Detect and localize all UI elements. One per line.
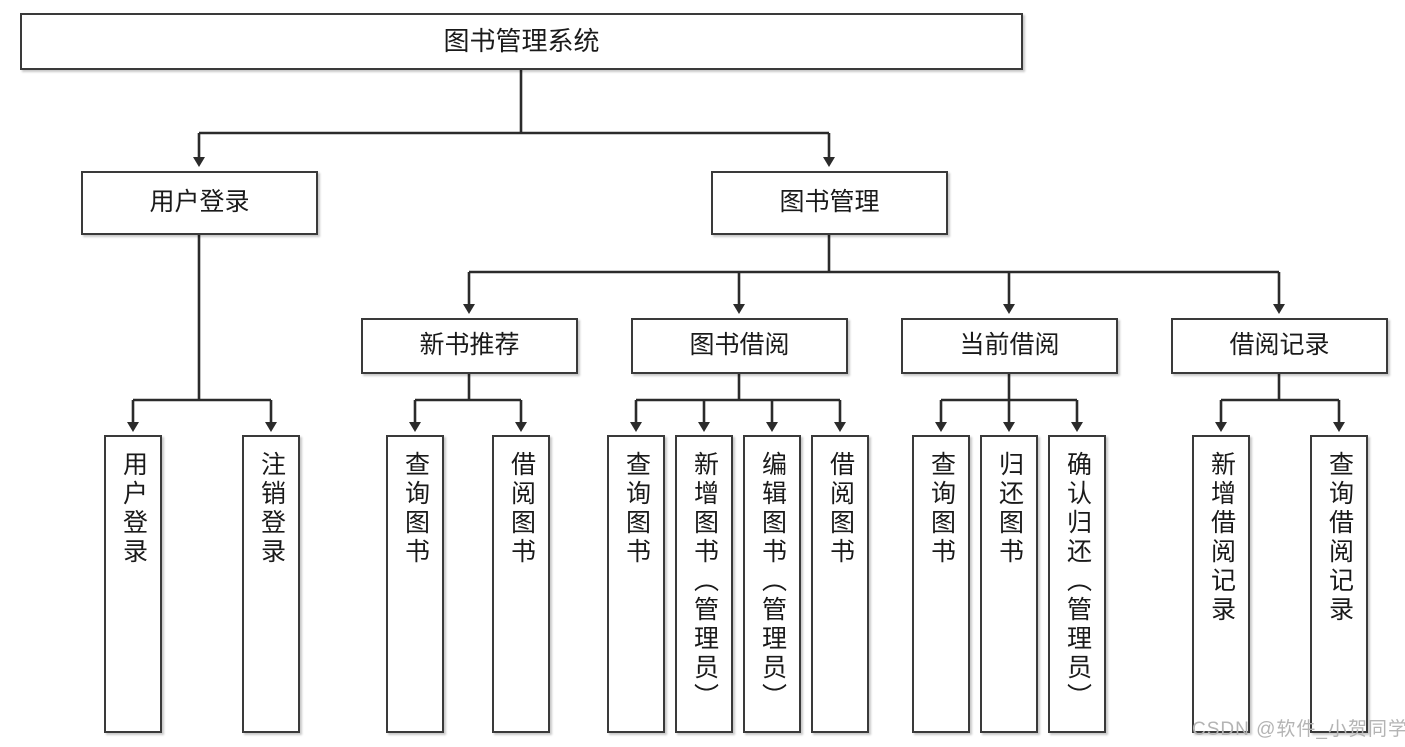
node-leaf-query-book-2-label: 查询图书 — [622, 451, 651, 567]
node-leaf-query-record[interactable]: 查询借阅记录 — [1310, 435, 1368, 733]
node-leaf-edit-book-label: 编辑图书（管理员） — [758, 451, 787, 712]
node-current-borrow[interactable]: 当前借阅 — [901, 318, 1118, 374]
node-leaf-borrow-book-1[interactable]: 借阅图书 — [492, 435, 550, 733]
node-user-login-label: 用户登录 — [149, 188, 250, 217]
node-leaf-query-book-1[interactable]: 查询图书 — [386, 435, 444, 733]
node-leaf-add-record-label: 新增借阅记录 — [1207, 451, 1236, 625]
node-leaf-borrow-book-2-label: 借阅图书 — [826, 451, 855, 567]
node-leaf-add-record[interactable]: 新增借阅记录 — [1192, 435, 1250, 733]
node-leaf-confirm-return[interactable]: 确认归还（管理员） — [1048, 435, 1106, 733]
node-leaf-query-book-2[interactable]: 查询图书 — [607, 435, 665, 733]
node-new-book-rec-label: 新书推荐 — [419, 331, 520, 360]
node-root[interactable]: 图书管理系统 — [20, 13, 1023, 70]
node-leaf-query-book-1-label: 查询图书 — [401, 451, 430, 567]
node-leaf-add-book[interactable]: 新增图书（管理员） — [675, 435, 733, 733]
node-book-borrow-label: 图书借阅 — [689, 331, 790, 360]
node-leaf-return-book-label: 归还图书 — [995, 451, 1024, 567]
node-leaf-query-book-3-label: 查询图书 — [927, 451, 956, 567]
node-leaf-add-book-label: 新增图书（管理员） — [690, 451, 719, 712]
node-leaf-user-login-label: 用户登录 — [119, 451, 148, 567]
node-borrow-record[interactable]: 借阅记录 — [1171, 318, 1388, 374]
node-user-login[interactable]: 用户登录 — [81, 171, 318, 235]
node-book-manage-label: 图书管理 — [779, 188, 880, 217]
node-book-manage[interactable]: 图书管理 — [711, 171, 948, 235]
node-current-borrow-label: 当前借阅 — [959, 331, 1060, 360]
node-book-borrow[interactable]: 图书借阅 — [631, 318, 848, 374]
node-leaf-user-login[interactable]: 用户登录 — [104, 435, 162, 733]
node-leaf-logout[interactable]: 注销登录 — [242, 435, 300, 733]
node-leaf-confirm-return-label: 确认归还（管理员） — [1063, 451, 1092, 712]
node-leaf-borrow-book-2[interactable]: 借阅图书 — [811, 435, 869, 733]
node-leaf-query-record-label: 查询借阅记录 — [1325, 451, 1354, 625]
node-leaf-borrow-book-1-label: 借阅图书 — [507, 451, 536, 567]
node-leaf-return-book[interactable]: 归还图书 — [980, 435, 1038, 733]
node-borrow-record-label: 借阅记录 — [1229, 331, 1330, 360]
node-root-label: 图书管理系统 — [443, 26, 600, 57]
node-leaf-logout-label: 注销登录 — [257, 451, 286, 567]
node-new-book-rec[interactable]: 新书推荐 — [361, 318, 578, 374]
node-leaf-query-book-3[interactable]: 查询图书 — [912, 435, 970, 733]
node-leaf-edit-book[interactable]: 编辑图书（管理员） — [743, 435, 801, 733]
csdn-watermark: CSDN @软件_小贺同学 — [1192, 719, 1405, 740]
